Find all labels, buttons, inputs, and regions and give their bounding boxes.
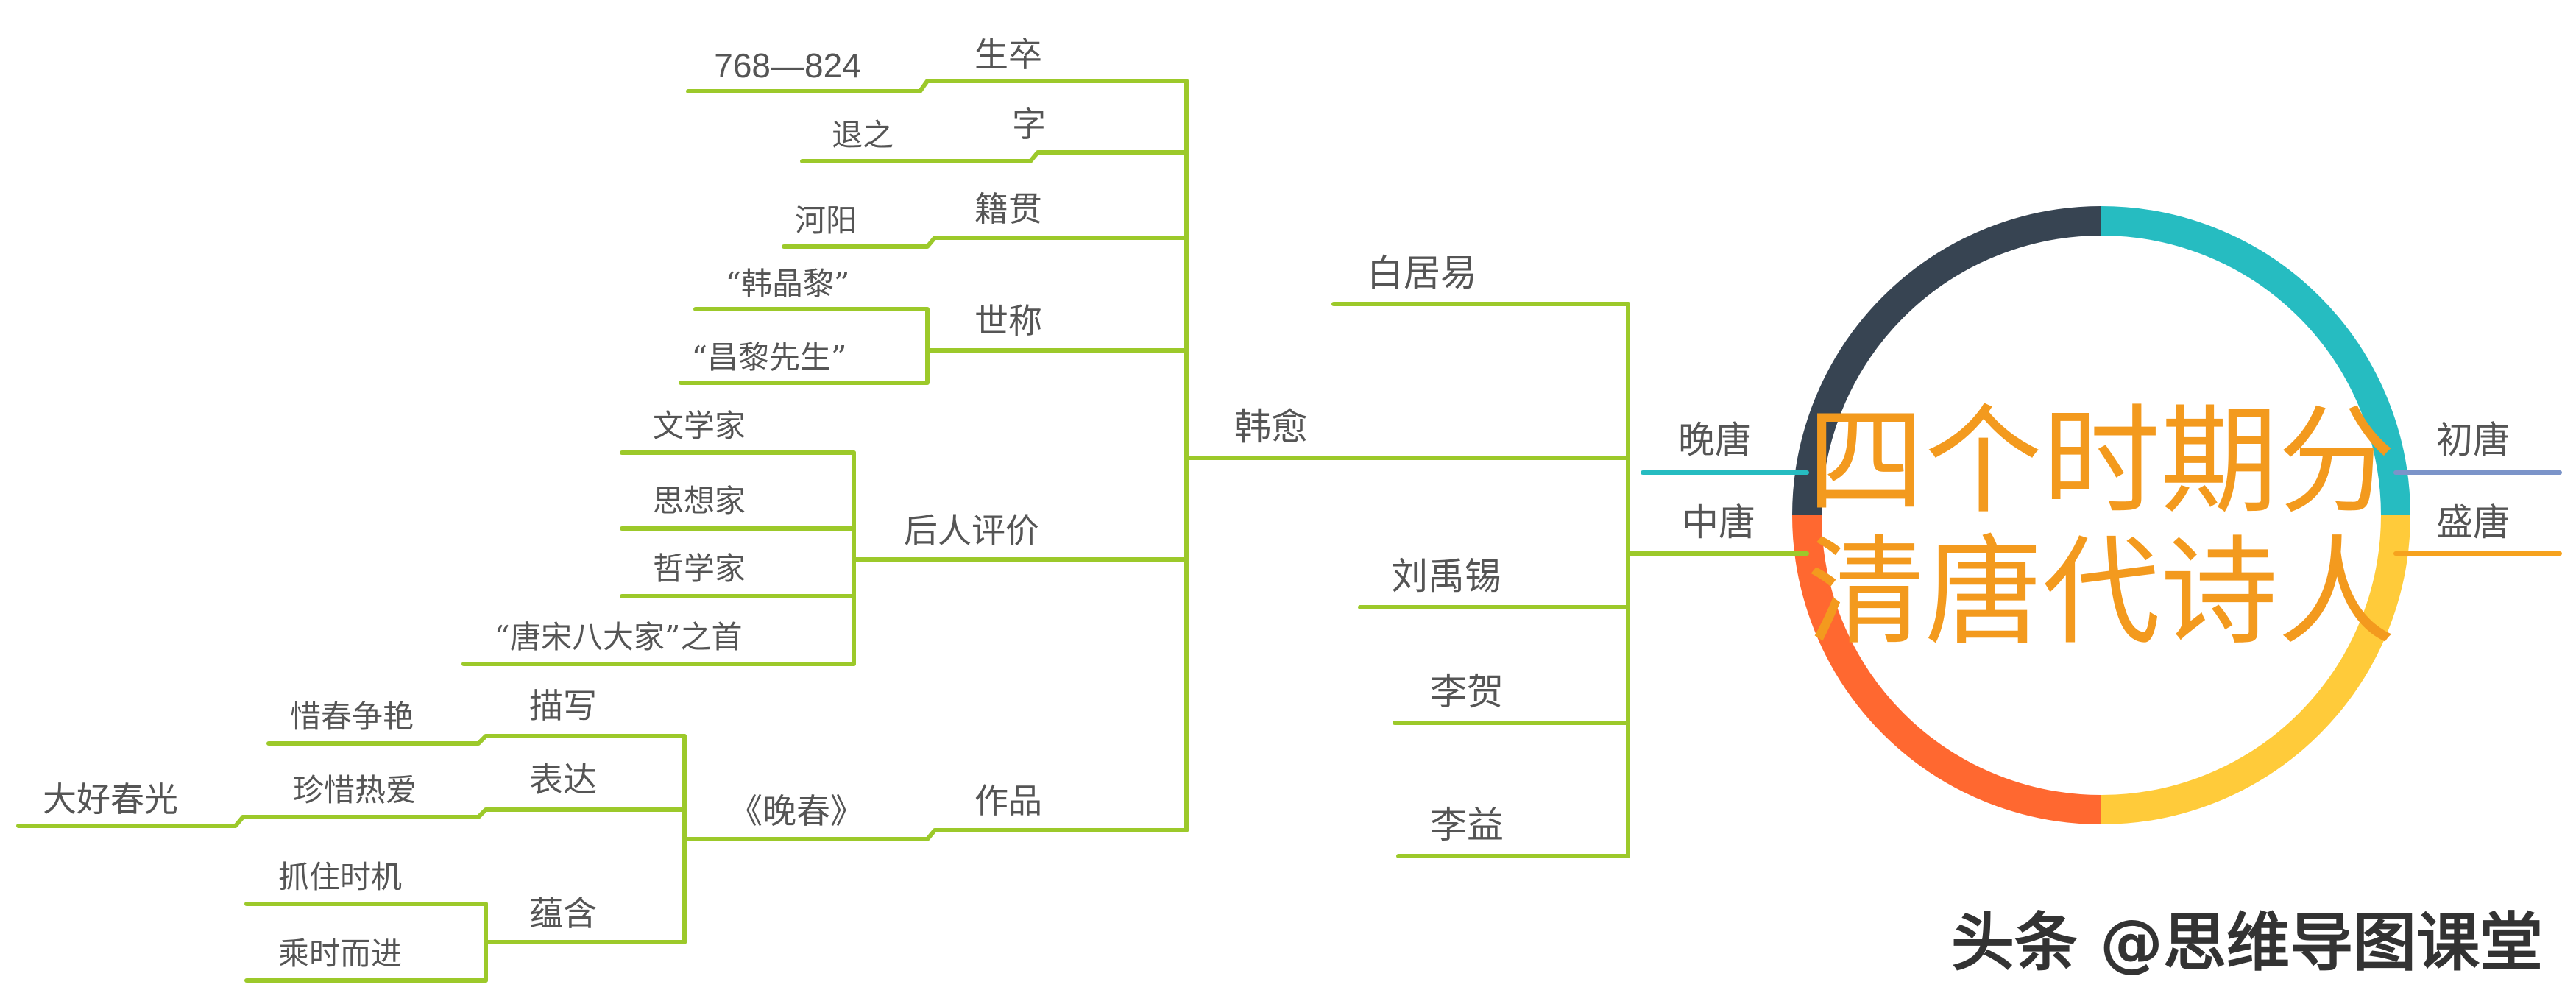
evaluation-value-3[interactable]: 哲学家 — [653, 551, 746, 587]
poet-liu-yuxi[interactable]: 刘禹锡 — [1391, 555, 1501, 598]
poet-han-yu[interactable]: 韩愈 — [1234, 406, 1308, 448]
expresses-detail[interactable]: 大好春光 — [43, 779, 178, 819]
center-title-line-1: 四个时期分 — [1807, 392, 2396, 530]
expresses-value[interactable]: 珍惜热爱 — [293, 772, 417, 808]
describes-value[interactable]: 惜春争艳 — [290, 699, 414, 735]
period-late-tang[interactable]: 晚唐 — [1678, 419, 1752, 462]
center-title-line-2: 清唐代诗人 — [1807, 523, 2396, 661]
evaluation-value-1[interactable]: 文学家 — [653, 408, 746, 444]
implies-value-1[interactable]: 抓住时机 — [278, 859, 402, 895]
period-high-tang[interactable]: 盛唐 — [2436, 501, 2510, 544]
evaluation-label[interactable]: 后人评价 — [904, 511, 1039, 551]
poet-bai-juyi[interactable]: 白居易 — [1367, 252, 1477, 294]
lifespan-value[interactable]: 768—824 — [714, 46, 861, 85]
period-middle-tang[interactable]: 中唐 — [1682, 501, 1755, 544]
works-label[interactable]: 作品 — [974, 781, 1042, 821]
evaluation-value-4[interactable]: “唐宋八大家”之首 — [495, 619, 743, 655]
courtesy-name-value[interactable]: 退之 — [832, 117, 894, 153]
known-as-value-1[interactable]: “韩晶黎” — [726, 266, 850, 302]
ring-arc-orange — [1792, 515, 2102, 824]
ring-arc-teal — [2101, 206, 2410, 516]
poet-li-he[interactable]: 李贺 — [1430, 671, 1504, 713]
works-title[interactable]: 《晚春》 — [729, 791, 864, 831]
courtesy-name-label[interactable]: 字 — [1012, 105, 1046, 144]
implies-label[interactable]: 蕴含 — [529, 894, 597, 933]
known-as-value-2[interactable]: “昌黎先生” — [692, 339, 847, 375]
poet-li-yi[interactable]: 李益 — [1430, 804, 1504, 846]
watermark: 头条 @思维导图课堂 — [1951, 906, 2543, 980]
ring-arc-yellow — [2101, 515, 2410, 824]
expresses-label[interactable]: 表达 — [529, 760, 597, 799]
known-as-label[interactable]: 世称 — [974, 301, 1042, 341]
describes-label[interactable]: 描写 — [529, 686, 597, 726]
period-early-tang[interactable]: 初唐 — [2436, 419, 2510, 462]
center-ring[interactable]: 四个时期分 清唐代诗人 — [1792, 206, 2410, 824]
lifespan-label[interactable]: 生卒 — [974, 35, 1042, 74]
evaluation-value-2[interactable]: 思想家 — [653, 483, 746, 519]
han-yu-branches — [16, 79, 1189, 983]
implies-value-2[interactable]: 乘时而进 — [278, 936, 402, 972]
ring-arc-dark — [1792, 206, 2102, 516]
origin-label[interactable]: 籍贯 — [974, 189, 1042, 229]
middle-tang-branches — [1184, 302, 1809, 858]
origin-value[interactable]: 河阳 — [795, 202, 857, 238]
